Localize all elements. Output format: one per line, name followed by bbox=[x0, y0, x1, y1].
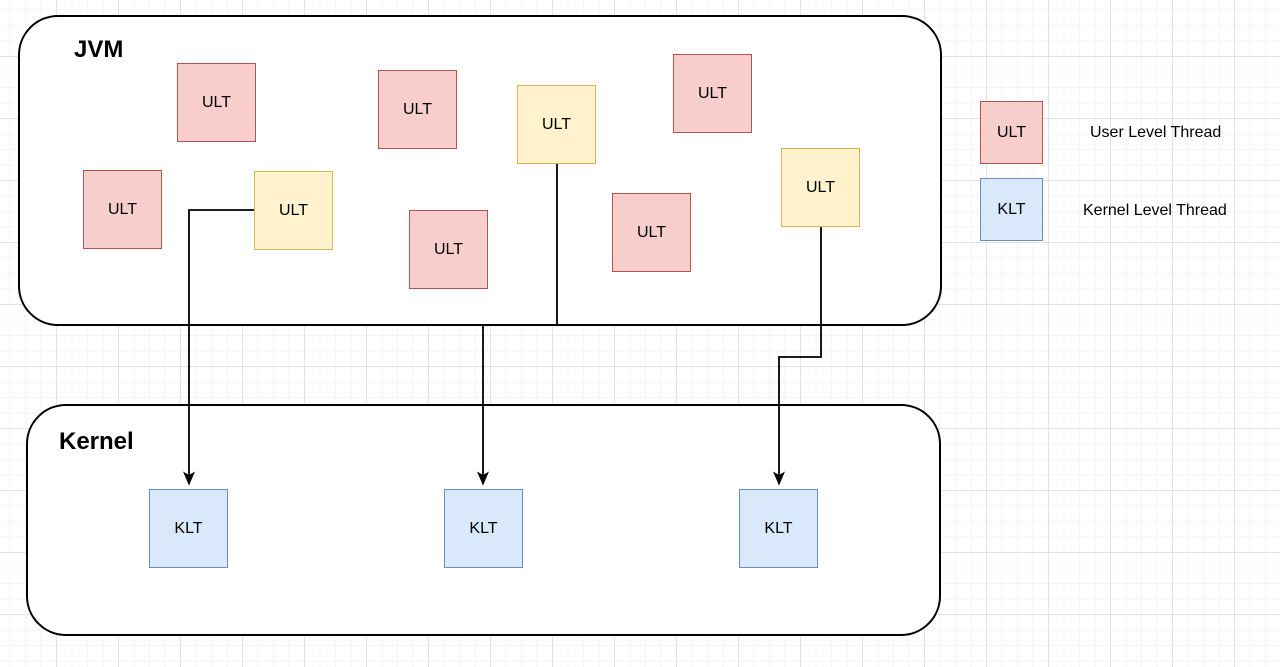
legend-swatch-klt: KLT bbox=[980, 178, 1043, 241]
ult-node-mapped: ULT bbox=[517, 85, 596, 164]
kernel-title: Kernel bbox=[59, 428, 134, 455]
ult-node: ULT bbox=[378, 70, 457, 149]
ult-node: ULT bbox=[673, 54, 752, 133]
legend-label-klt: Kernel Level Thread bbox=[1083, 202, 1227, 219]
klt-node: KLT bbox=[739, 489, 818, 568]
ult-node: ULT bbox=[409, 210, 488, 289]
legend-swatch-ult: ULT bbox=[980, 101, 1043, 164]
ult-node: ULT bbox=[612, 193, 691, 272]
legend-label-ult: User Level Thread bbox=[1090, 124, 1222, 141]
ult-node-mapped: ULT bbox=[781, 148, 860, 227]
jvm-title: JVM bbox=[74, 36, 124, 63]
ult-node-mapped: ULT bbox=[254, 171, 333, 250]
ult-node: ULT bbox=[177, 63, 256, 142]
klt-node: KLT bbox=[149, 489, 228, 568]
ult-node: ULT bbox=[83, 170, 162, 249]
klt-node: KLT bbox=[444, 489, 523, 568]
